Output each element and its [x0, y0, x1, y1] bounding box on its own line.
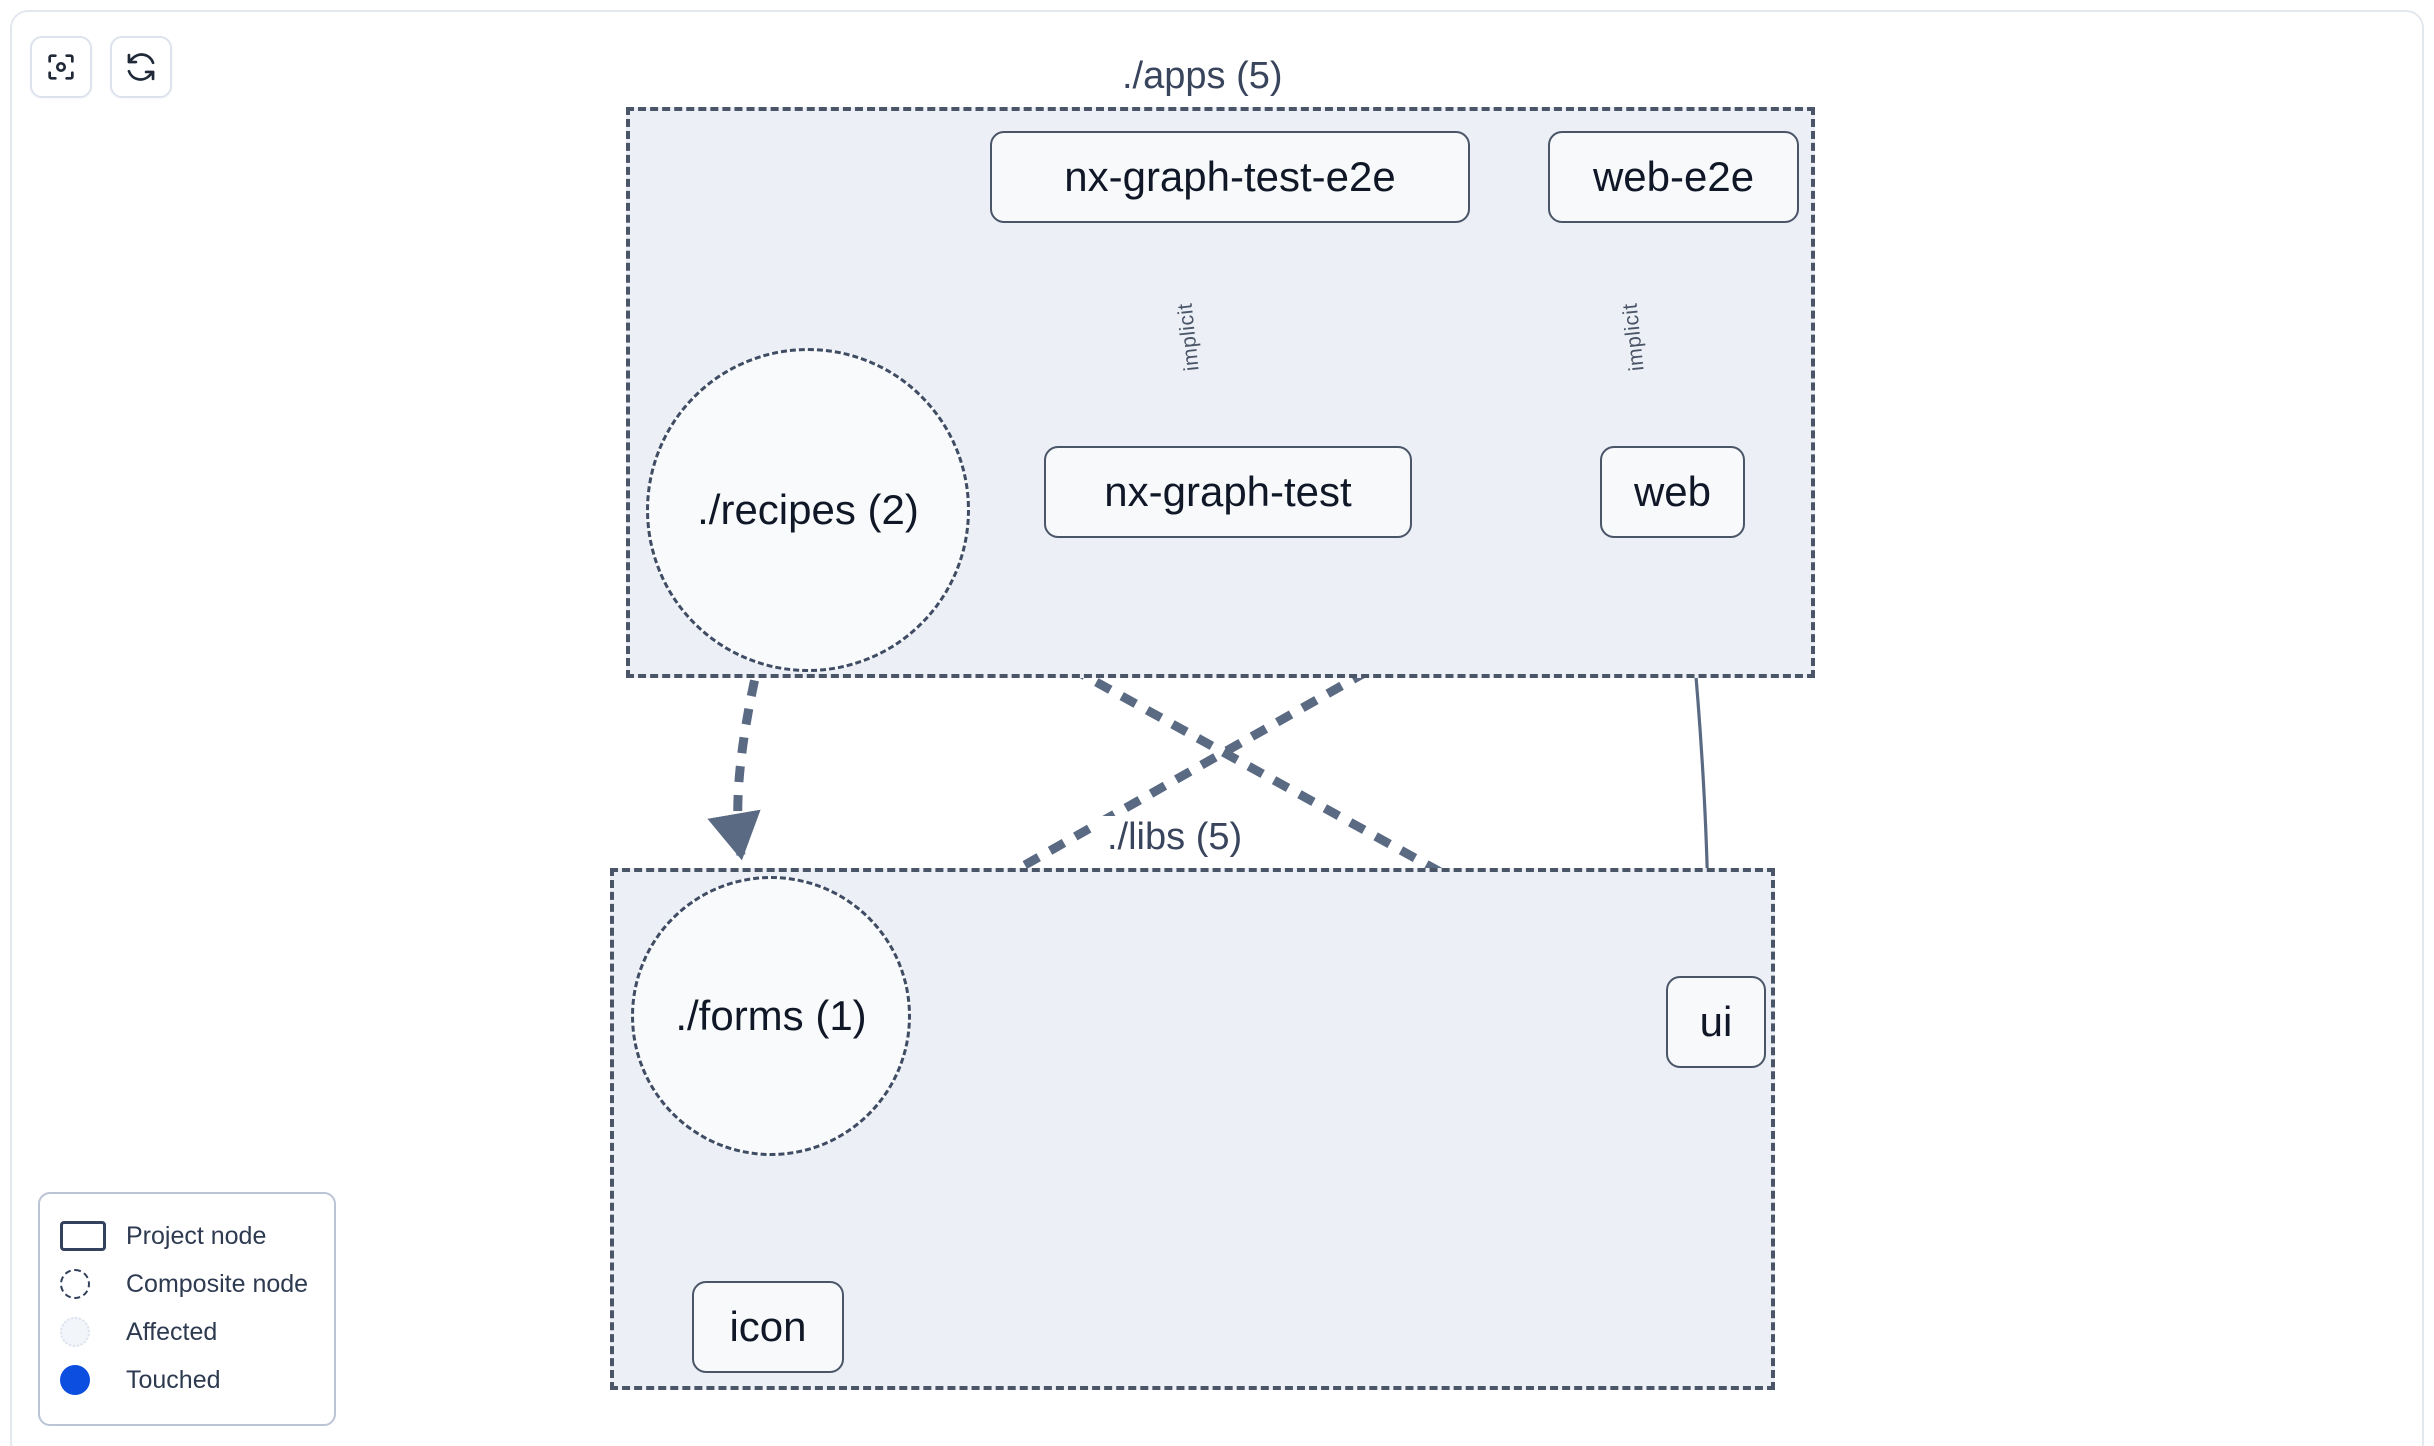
group-label-apps: ./apps (5)	[1110, 55, 1295, 97]
project-node-icon[interactable]: icon	[692, 1281, 844, 1373]
refresh-icon	[124, 50, 158, 84]
project-node-ui[interactable]: ui	[1666, 976, 1766, 1068]
focus-graph-button[interactable]	[30, 36, 92, 98]
composite-node-recipes-label: ./recipes (2)	[697, 486, 919, 533]
focus-target-icon	[44, 50, 78, 84]
graph-legend: Project node Composite node Affected Tou…	[38, 1192, 336, 1426]
project-node-web-e2e-label: web-e2e	[1592, 153, 1755, 200]
project-node-web[interactable]: web	[1600, 446, 1745, 538]
legend-label-project-node: Project node	[126, 1221, 267, 1250]
legend-label-composite-node: Composite node	[126, 1269, 309, 1298]
project-node-nx-graph-test-e2e-label: nx-graph-test-e2e	[1064, 153, 1396, 200]
project-node-web-label: web	[1633, 468, 1712, 515]
group-label-libs: ./libs (5)	[1095, 816, 1255, 858]
project-node-web-e2e[interactable]: web-e2e	[1548, 131, 1799, 223]
project-node-swatch	[60, 1221, 112, 1251]
project-node-nx-graph-test[interactable]: nx-graph-test	[1044, 446, 1412, 538]
project-node-icon-label: icon	[729, 1303, 807, 1350]
legend-item-project-node: Project node	[60, 1212, 314, 1260]
project-node-ui-label: ui	[1699, 998, 1733, 1045]
legend-label-affected: Affected	[126, 1317, 218, 1346]
graph-toolbar	[30, 36, 172, 98]
edge-recipes-to-forms[interactable]	[707, 650, 766, 861]
refresh-graph-button[interactable]	[110, 36, 172, 98]
legend-item-touched: Touched	[60, 1356, 314, 1404]
composite-node-swatch	[60, 1269, 112, 1299]
touched-swatch	[60, 1365, 112, 1395]
composite-node-recipes[interactable]: ./recipes (2)	[646, 348, 970, 672]
project-node-nx-graph-test-label: nx-graph-test	[1104, 468, 1352, 515]
legend-label-touched: Touched	[126, 1365, 221, 1394]
project-node-nx-graph-test-e2e[interactable]: nx-graph-test-e2e	[990, 131, 1470, 223]
affected-swatch	[60, 1317, 112, 1347]
composite-node-forms-label: ./forms (1)	[675, 992, 867, 1039]
legend-item-composite-node: Composite node	[60, 1260, 314, 1308]
legend-item-affected: Affected	[60, 1308, 314, 1356]
composite-node-forms[interactable]: ./forms (1)	[631, 876, 911, 1156]
